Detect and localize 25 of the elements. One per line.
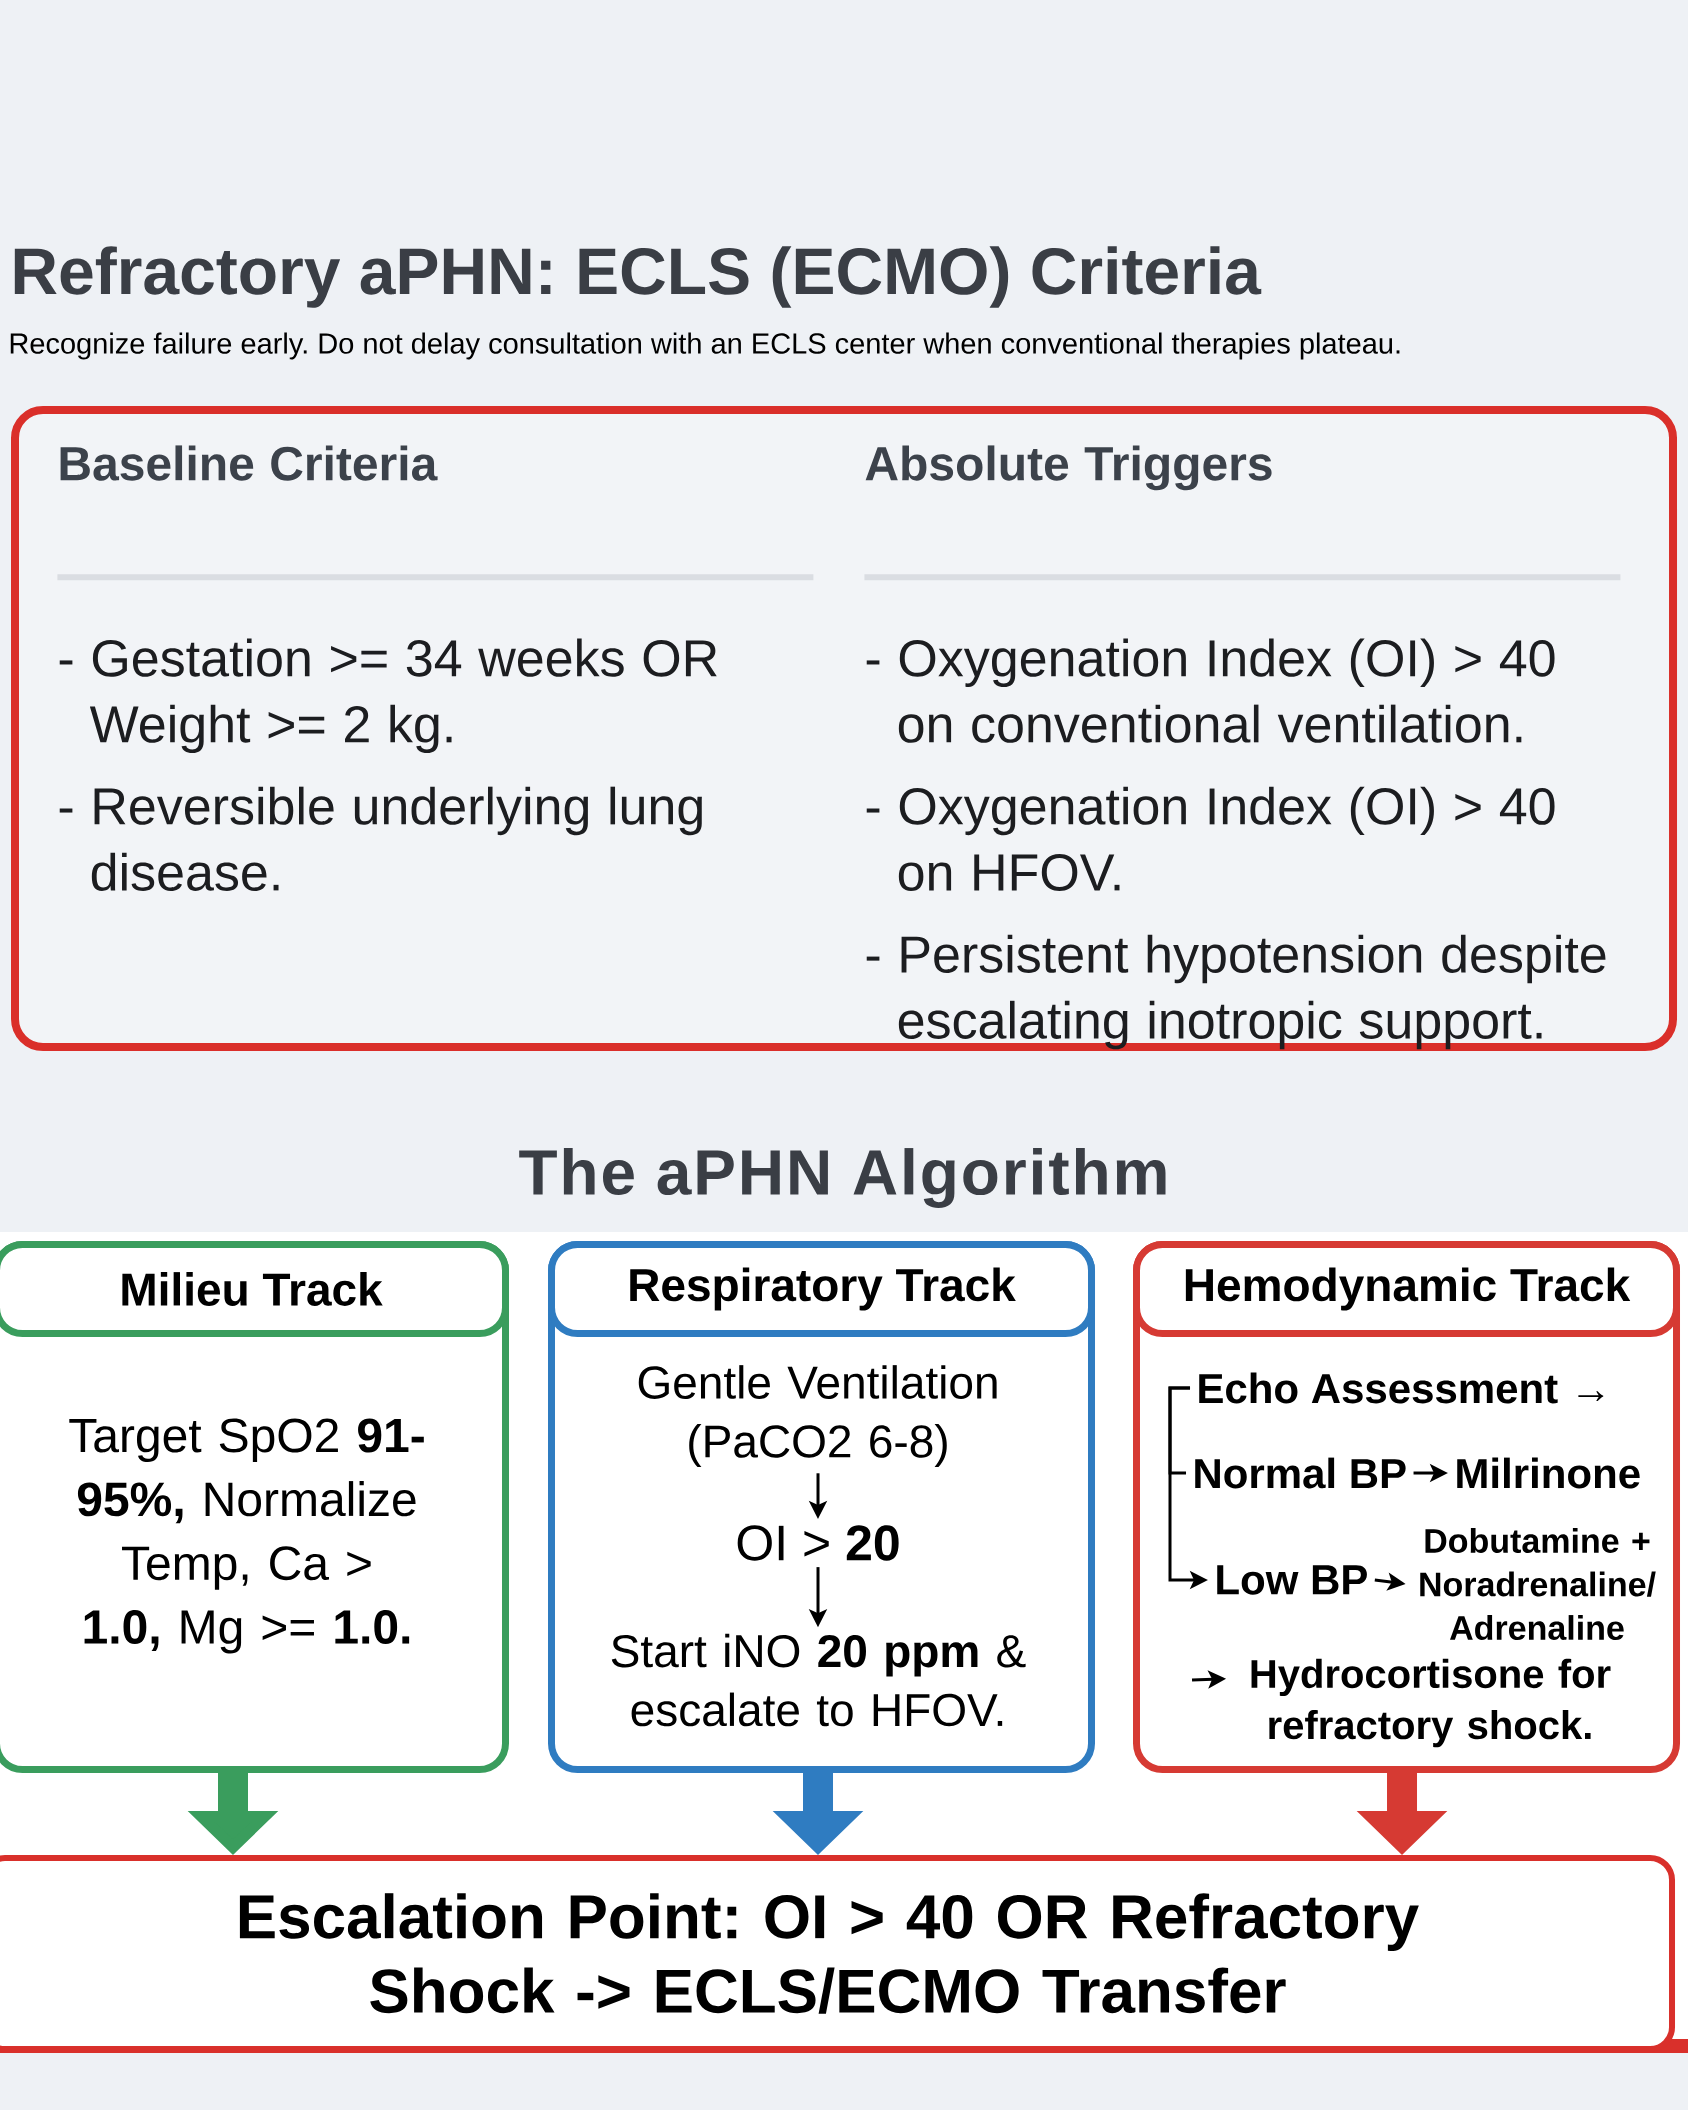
track-header: Hemodynamic Track [1133,1241,1680,1337]
step-text: Hydrocortisone for refractory shock. [1251,1658,1611,1748]
list-item: - Gestation >= 34 weeks OR Weight >= 2 kg. [59,638,717,754]
track-text: Target SpO2 91-95%, Normalize Temp, Ca > 1.0, Mg >= 1.0. [69,1418,424,1654]
section-heading: The aPHN Algorithm [519,1148,1166,1208]
list-item: - Reversible underlying lung disease. [59,786,702,891]
track-header: Respiratory Track [548,1241,1095,1337]
list-item: - Persistent hypotension despite escalating inotropic support. [866,934,1606,1050]
column-heading: Baseline Criteria [60,445,438,481]
list-item: - Oxygenation Index (OI) > 40 on conventional ventilation. [866,638,1555,743]
escalation-box: Escalation Point: OI > 40 OR Refractory Shock -> ECLS/ECMO Transfer [0,1855,1688,2053]
title: Refractory aPHN: ECLS (ECMO) Criteria [14,246,1262,308]
track-header: Milieu Track [0,1241,509,1337]
step-text: Milrinone [1457,1457,1640,1489]
list-item: - Oxygenation Index (OI) > 40 on HFOV. [866,786,1555,891]
step-text: OI > 20 [737,1525,899,1561]
step-text: Low BP [1217,1565,1367,1595]
step-text: Gentle Ventilation (PaCO2 6-8) [638,1365,997,1467]
step-text: Dobutamine + Noradrenaline/ Adrenaline [1420,1528,1656,1641]
step-text: Start iNO 20 ppm & escalate to HFOV. [611,1633,1026,1727]
subtitle: Recognize failure early. Do not delay consultation with an ECLS center when conventional therapies plateau. [10,332,1400,360]
criteria-panel [11,406,1677,1051]
step-text: Echo Assessment → [1199,1372,1604,1404]
step-text: Normal BP [1195,1457,1406,1489]
column-heading: Absolute Triggers [865,445,1272,491]
